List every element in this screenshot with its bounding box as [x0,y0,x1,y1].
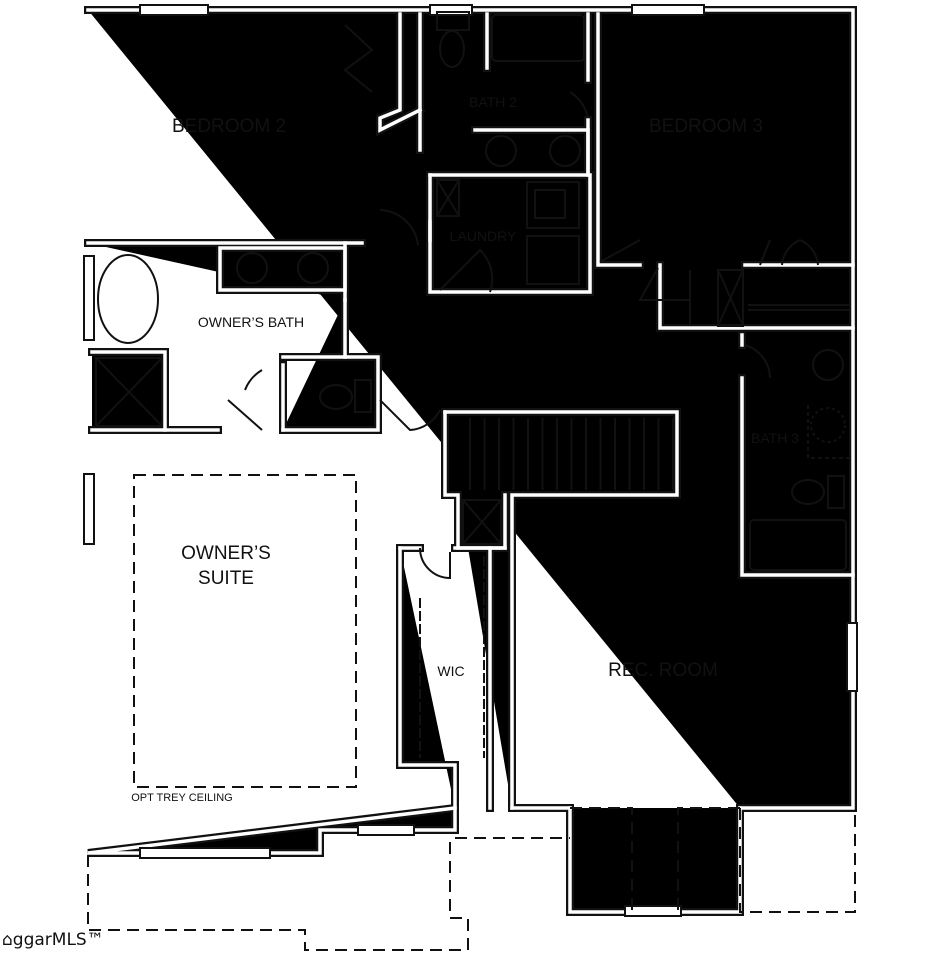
mls-logo: ⌂ggarMLS™ [2,930,104,950]
logo-text: ggarMLS™ [12,930,104,950]
fixtures [83,4,858,917]
room-labels: BEDROOM 2 BATH 2 BEDROOM 3 LAUNDRY OWNER… [131,94,799,804]
label-owners-bath: OWNER’S BATH [198,314,304,330]
house-icon: ⌂ [2,930,13,950]
label-opt-trey-ceiling: OPT TREY CEILING [131,792,232,804]
label-bedroom-2: BEDROOM 2 [172,116,286,137]
trey-ceiling-outline [133,474,357,788]
label-bath-3: BATH 3 [751,430,799,446]
label-laundry: LAUNDRY [450,228,517,244]
label-bath-2: BATH 2 [469,94,517,110]
label-bedroom-3: BEDROOM 3 [649,116,763,137]
optional-areas [87,474,856,951]
label-owners-suite-line2: SUITE [198,568,254,589]
label-owners-suite-line1: OWNER’S [181,543,271,564]
label-rec-room: REC. ROOM [608,660,718,681]
label-wic: WIC [437,663,464,679]
